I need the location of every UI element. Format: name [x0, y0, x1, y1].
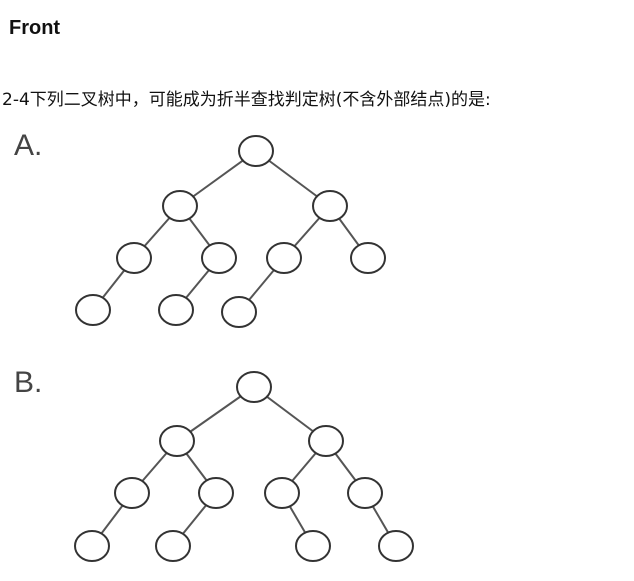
tree-edge — [238, 257, 285, 313]
question-text: 2-4下列二叉树中，可能成为折半查找判定树(不含外部结点)的是: — [2, 90, 491, 110]
tree-node — [158, 294, 194, 326]
tree-node — [116, 242, 152, 274]
tree-node — [155, 530, 191, 562]
tree-node — [295, 530, 331, 562]
tree-node — [238, 135, 274, 167]
tree-node — [74, 530, 110, 562]
tree-edge — [283, 205, 331, 259]
tree-node — [162, 190, 198, 222]
tree-node — [347, 477, 383, 509]
tree-a-nodes — [75, 135, 386, 328]
tree-edge — [364, 492, 397, 547]
tree-a-edges — [92, 150, 369, 313]
tree-edge — [179, 150, 257, 207]
tree-node — [75, 294, 111, 326]
tree-node — [114, 477, 150, 509]
tree-node — [350, 242, 386, 274]
tree-node — [236, 371, 272, 403]
tree-edge — [92, 257, 135, 311]
tree-edge — [255, 150, 331, 207]
tree-edge — [175, 257, 220, 311]
tree-node — [264, 477, 300, 509]
option-b-label: B. — [14, 366, 43, 399]
tree-node — [266, 242, 302, 274]
tree-edge — [179, 205, 220, 259]
tree-node — [378, 530, 414, 562]
tree-edge — [329, 205, 369, 259]
tree-b-nodes — [74, 371, 414, 562]
tree-node — [221, 296, 257, 328]
header-title: Front — [9, 17, 61, 39]
tree-edge — [131, 440, 178, 494]
tree-node — [308, 425, 344, 457]
tree-edge — [91, 492, 133, 547]
tree-edge — [176, 440, 217, 494]
tree-edge — [133, 205, 181, 259]
tree-edge — [253, 386, 327, 442]
tree-edge — [172, 492, 217, 547]
tree-edge — [281, 440, 327, 494]
option-a-label: A. — [14, 129, 43, 162]
tree-node — [201, 242, 237, 274]
tree-edge — [281, 492, 314, 547]
tree-node — [159, 425, 195, 457]
tree-node — [312, 190, 348, 222]
tree-b-edges — [91, 386, 397, 547]
tree-edge — [176, 386, 255, 442]
tree-node — [198, 477, 234, 509]
tree-edge — [325, 440, 366, 494]
